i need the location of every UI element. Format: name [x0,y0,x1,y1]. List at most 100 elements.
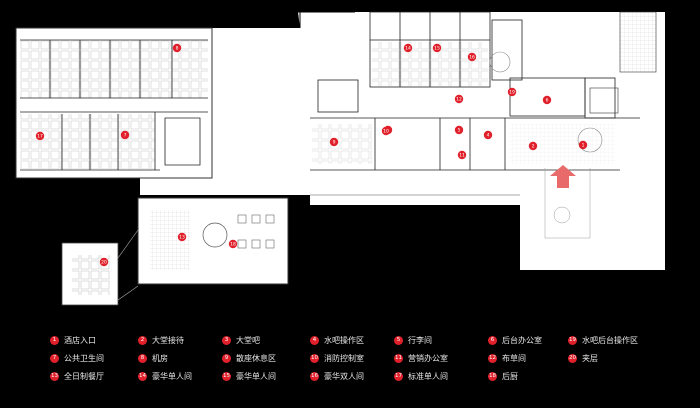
legend-item-11: 11 营销办公室 [394,351,448,365]
svg-text:2: 2 [532,144,535,150]
legend-number: 4 [310,335,319,345]
legend-number: 6 [488,335,497,345]
legend-label: 行李间 [408,335,432,345]
legend-number: 15 [222,371,231,381]
legend-number: 1 [50,335,59,345]
legend-item-14: 14 豪华单人间 [138,369,192,383]
legend-item-20: 20 夹层 [568,351,598,365]
room-marker-2: 2 [528,141,538,151]
legend-item-6: 6 后台办公室 [488,333,542,347]
room-marker-14: 14 [403,43,413,53]
legend-item-13: 13 全日制餐厅 [50,369,104,383]
legend-number: 18 [488,371,497,381]
legend-item-9: 9 散座休息区 [222,351,276,365]
legend-number: 17 [394,371,403,381]
legend-item-1: 1 酒店入口 [50,333,96,347]
room-marker-9: 9 [329,137,339,147]
room-marker-12: 12 [454,94,464,104]
legend-item-18: 18 后厨 [488,369,518,383]
legend-label: 酒店入口 [64,335,96,345]
legend-item-17: 17 标准单人间 [394,369,448,383]
legend-label: 大堂接待 [152,335,184,345]
legend-number: 8 [138,353,147,363]
legend-label: 豪华单人间 [152,371,192,381]
svg-text:1: 1 [582,143,585,149]
room-marker-16: 16 [467,52,477,62]
svg-text:17: 17 [37,134,43,140]
room-marker-10: 10 [381,126,391,136]
room-marker-15: 15 [432,43,442,53]
legend-number: 2 [138,335,147,345]
legend-number: 5 [394,335,403,345]
room-marker-5: 5 [454,125,464,135]
legend-item-10: 10 消防控制室 [310,351,364,365]
legend-label: 水吧操作区 [324,335,364,345]
legend-number: 16 [310,371,319,381]
room-marker-8: 8 [172,43,182,53]
legend-label: 后厨 [502,371,518,381]
legend-label: 豪华双人间 [324,371,364,381]
legend-item-8: 8 机房 [138,351,168,365]
legend-item-4: 4 水吧操作区 [310,333,364,347]
svg-text:7: 7 [124,133,127,139]
legend-item-2: 2 大堂接待 [138,333,184,347]
legend-number: 10 [310,353,319,363]
legend-number: 9 [222,353,231,363]
svg-text:16: 16 [469,55,475,61]
legend-item-5: 5 行李间 [394,333,432,347]
room-marker-7: 7 [120,130,130,140]
entrance-arrow-icon [550,165,576,188]
legend-label: 营销办公室 [408,353,448,363]
legend: 1 酒店入口 2 大堂接待 3 大堂吧 4 水吧操作区 5 行李间 6 后台办公室 19 水吧后台操作区 7… [50,333,690,393]
legend-item-3: 3 大堂吧 [222,333,260,347]
legend-label: 豪华单人间 [236,371,276,381]
legend-label: 布草间 [502,353,526,363]
legend-label: 消防控制室 [324,353,364,363]
legend-number: 20 [568,353,577,363]
legend-label: 后台办公室 [502,335,542,345]
room-marker-6: 6 [542,95,552,105]
svg-text:15: 15 [434,46,440,52]
svg-text:5: 5 [458,128,461,134]
svg-text:20: 20 [101,260,107,266]
legend-label: 全日制餐厅 [64,371,104,381]
svg-text:8: 8 [176,46,179,52]
legend-label: 散座休息区 [236,353,276,363]
svg-text:19: 19 [509,90,515,96]
room-marker-18: 18 [228,239,238,249]
legend-label: 夹层 [582,353,598,363]
stair-tower [619,11,657,73]
svg-text:4: 4 [487,133,490,139]
legend-label: 标准单人间 [408,371,448,381]
legend-number: 13 [50,371,59,381]
svg-text:14: 14 [405,46,411,52]
legend-item-15: 15 豪华单人间 [222,369,276,383]
svg-text:11: 11 [459,153,465,159]
legend-number: 3 [222,335,231,345]
svg-text:6: 6 [546,98,549,104]
svg-text:13: 13 [179,235,185,241]
legend-number: 14 [138,371,147,381]
legend-number: 19 [568,335,577,345]
room-marker-13: 13 [177,232,187,242]
legend-item-16: 16 豪华双人间 [310,369,364,383]
legend-label: 大堂吧 [236,335,260,345]
room-marker-4: 4 [483,130,493,140]
legend-number: 7 [50,353,59,363]
svg-text:9: 9 [333,140,336,146]
legend-number: 11 [394,353,403,363]
svg-text:18: 18 [230,242,236,248]
legend-item-12: 12 布草间 [488,351,526,365]
room-marker-1: 1 [578,140,588,150]
room-marker-17: 17 [35,131,45,141]
legend-label: 机房 [152,353,168,363]
svg-text:10: 10 [383,129,389,135]
legend-item-19: 19 水吧后台操作区 [568,333,638,347]
room-marker-20: 20 [99,257,109,267]
room-marker-11: 11 [457,150,467,160]
legend-number: 12 [488,353,497,363]
legend-label: 水吧后台操作区 [582,335,638,345]
legend-label: 公共卫生间 [64,353,104,363]
legend-item-7: 7 公共卫生间 [50,351,104,365]
